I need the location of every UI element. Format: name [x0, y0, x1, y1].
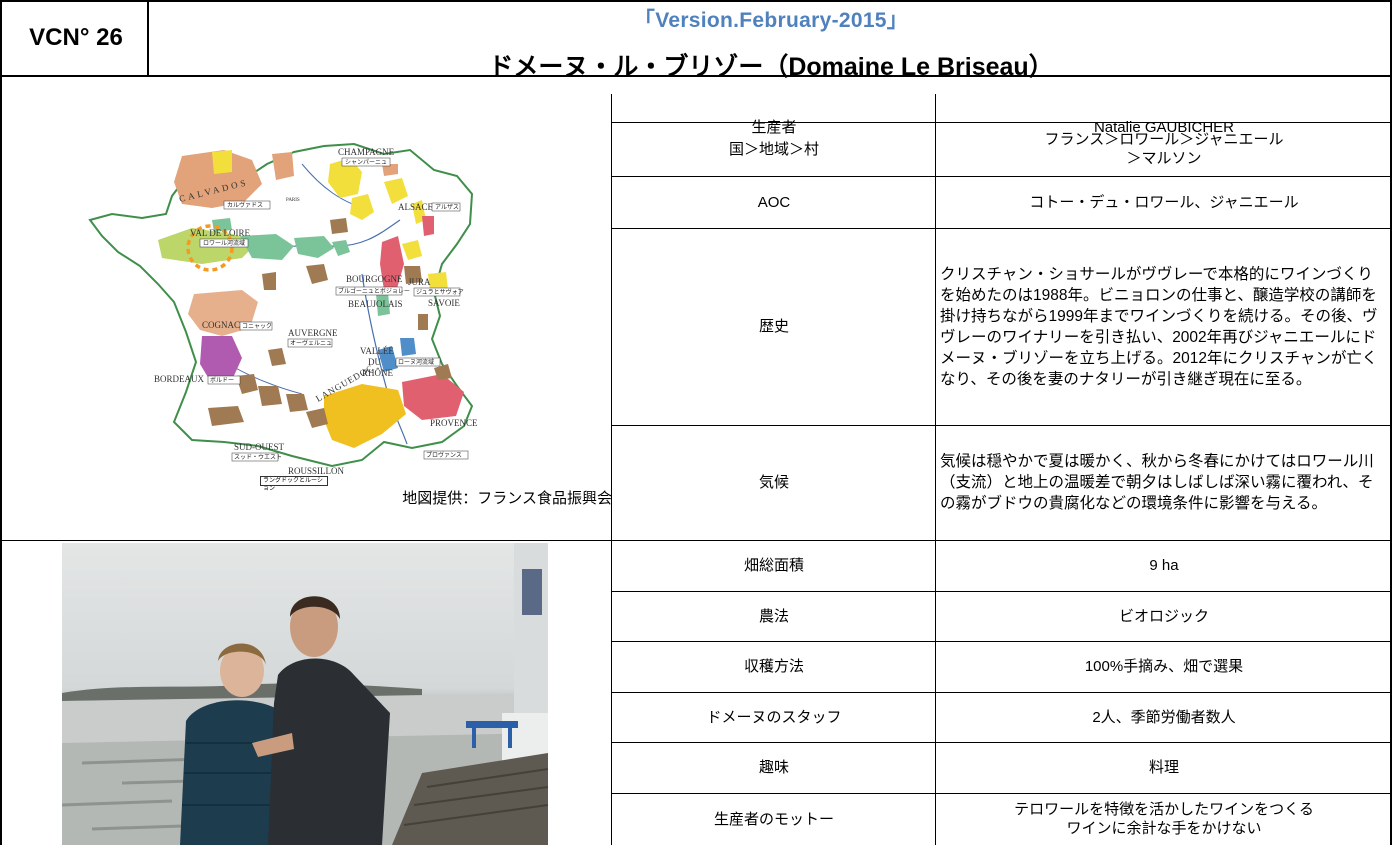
map-label-alsace: ALSACE [398, 202, 434, 212]
map-tag-champagne: シャンパーニュ [345, 159, 387, 166]
map-tag-bourgogne: ブルゴーニュとボジョレー [338, 287, 410, 295]
value-harvest: 100%手摘み、畑で選果 [1084, 658, 1244, 675]
row-line-7 [612, 641, 1392, 642]
label-motto: 生産者のモットー [713, 810, 834, 828]
producer-photo [62, 543, 548, 845]
value-staff: 2人、季節労働者数人 [1092, 708, 1236, 726]
map-tag-calvados: カルヴァドス [227, 201, 263, 209]
version-label: 「Version.February-2015」 [633, 9, 909, 32]
row-line-2 [612, 176, 1392, 177]
label-aoc: AOC [757, 193, 791, 211]
row-line-10 [612, 793, 1392, 794]
map-label-paris: PARIS [286, 198, 300, 203]
label-history: 歴史 [758, 318, 789, 335]
map-label-vallee: VALLÉE [360, 346, 394, 356]
map-label-auvergne: AUVERGNE [288, 328, 338, 338]
label-climate: 気候 [758, 474, 789, 491]
vcn-divider [147, 0, 149, 75]
value-history: クリスチャン・ショサールがヴヴレーで本格的にワインづくりを始めたのは1988年。… [940, 265, 1378, 388]
photo-scene [62, 543, 548, 845]
row-line-8 [612, 692, 1392, 693]
map-table-divider [611, 94, 612, 845]
map-label-savoie: SAVOIE [428, 298, 460, 308]
value-vineyard-area: 9 ha [1149, 557, 1179, 574]
map-tag-rhone: ローヌ河流域 [398, 358, 434, 366]
map-tag-cognac: コニャック [242, 323, 272, 330]
map-label-cognac: COGNAC [202, 320, 240, 330]
value-climate: 気候は穏やかで夏は暖かく、秋から冬春にかけてはロワール川（支流）と地上の温暖差で… [940, 453, 1374, 512]
map-label-bordeaux: BORDEAUX [154, 374, 205, 384]
map-credit: 地図提供：フランス食品振興会 [402, 490, 612, 507]
label-vineyard-area: 畑総面積 [743, 557, 804, 574]
label-harvest: 収穫方法 [743, 658, 804, 675]
value-aoc: コトー・デュ・ロワール、ジャニエール [1029, 193, 1299, 211]
map-label-jura: JURA [408, 277, 431, 287]
map-label-champagne: CHAMPAGNE [338, 147, 395, 157]
map-tag-jura: ジュラとサヴォア [416, 288, 464, 296]
map-tag-roussillon: ラングドックとルーション [263, 478, 323, 492]
wine-region-map: CHAMPAGNE シャンパーニュ CALVADOS カルヴァドス PARIS … [62, 124, 512, 476]
map-tag-bordeaux: ボルドー [210, 376, 234, 384]
map-roussillon-tag-box: ラングドックとルーション [260, 476, 328, 492]
map-label-rhone: RHÔNE [362, 368, 394, 378]
row-line-4 [612, 425, 1392, 426]
row-line-3 [612, 228, 1392, 229]
row-line-5 [0, 540, 1392, 541]
map-tag-sud-ouest: スッド・ウエスト [234, 453, 282, 461]
map-tag-provence: プロヴァンス [426, 451, 462, 459]
domaine-title: ドメーヌ・ル・ブリゾー（Domaine Le Briseau） [488, 53, 1054, 81]
border-left [0, 0, 2, 845]
map-label-sud-ouest: SUD-OUEST [234, 442, 285, 452]
map-label-beaujolais: BEAUJOLAIS [348, 299, 403, 309]
row-line-6 [612, 591, 1392, 592]
table-column-divider [935, 94, 936, 845]
vcn-number: VCN° 26 [29, 23, 123, 51]
label-hobby: 趣味 [758, 759, 789, 776]
border-top [0, 0, 1392, 2]
label-region: 国＞地域＞村 [728, 140, 819, 158]
map-tag-alsace: アルザス [435, 204, 459, 211]
map-tag-val-de-loire: ロワール河流域 [203, 239, 245, 247]
border-right [1390, 0, 1392, 845]
map-tag-auvergne: オーヴェルニュ [290, 339, 332, 347]
label-farming: 農法 [758, 607, 789, 625]
value-hobby: 料理 [1148, 759, 1179, 776]
value-motto: テロワールを特徴を活かしたワインをつくる ワインに余計な手をかけない [1014, 801, 1314, 837]
map-label-bourgogne: BOURGOGNE [346, 274, 403, 284]
row-line-1 [612, 122, 1392, 123]
header-divider [0, 75, 1392, 77]
map-label-roussillon: ROUSSILLON [288, 466, 345, 476]
value-farming: ビオロジック [1118, 607, 1209, 625]
value-region: フランス＞ロワール＞ジャニエール ＞マルソン [1044, 131, 1284, 167]
map-label-val-de-loire: VAL DE LOIRE [190, 228, 250, 238]
label-staff: ドメーヌのスタッフ [706, 708, 842, 726]
row-line-9 [612, 742, 1392, 743]
map-label-provence: PROVENCE [430, 418, 478, 428]
france-map-graphic: CHAMPAGNE シャンパーニュ CALVADOS カルヴァドス PARIS … [88, 142, 478, 476]
map-label-du: DU [368, 357, 381, 367]
